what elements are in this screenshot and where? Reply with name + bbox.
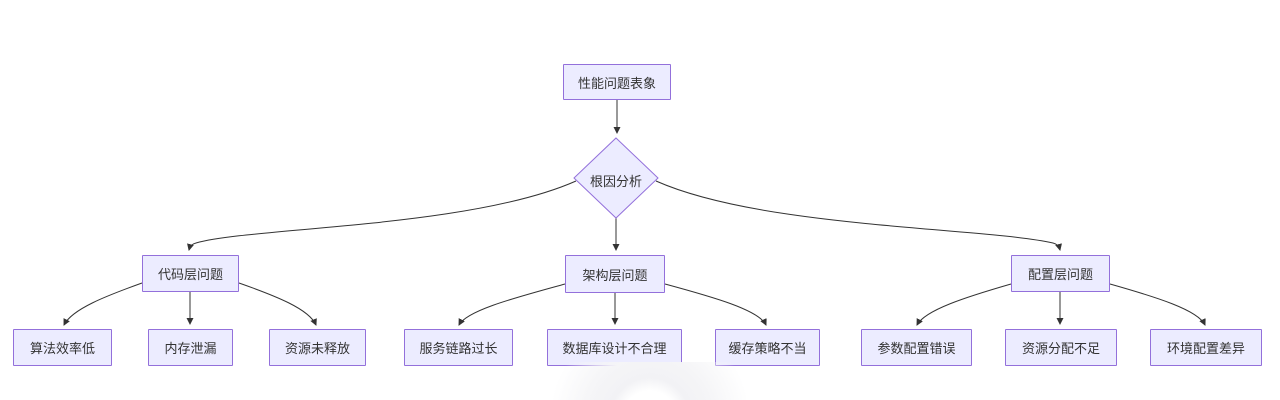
edge-arch-cache [664,283,767,326]
node-leaf-service-chain: 服务链路过长 [404,329,513,366]
node-leaf-db-design: 数据库设计不合理 [547,329,682,366]
decision-diamond-shape [573,137,659,219]
node-branch-arch: 架构层问题 [565,255,665,293]
node-branch-config: 配置层问题 [1011,255,1110,292]
node-branch-code: 代码层问题 [142,255,239,292]
edge-decision-code [187,180,577,251]
node-leaf-cache-strategy: 缓存策略不当 [715,329,820,366]
watermark-circle [528,362,778,400]
edge-config-env [1109,283,1206,326]
node-leaf-algo-efficiency: 算法效率低 [13,329,112,366]
node-leaf-env-diff: 环境配置差异 [1150,329,1262,366]
node-leaf-memory-leak: 内存泄漏 [148,329,233,366]
node-root: 性能问题表象 [563,64,671,100]
edge-config-param [916,283,1012,326]
edge-arch-service [458,283,566,326]
node-leaf-param-config: 参数配置错误 [861,329,972,366]
edge-code-algo [63,282,143,326]
edge-decision-config [655,180,1062,251]
node-leaf-resource-alloc: 资源分配不足 [1005,329,1117,366]
node-leaf-resource-unreleased: 资源未释放 [269,329,366,366]
edge-code-resource [238,282,317,326]
